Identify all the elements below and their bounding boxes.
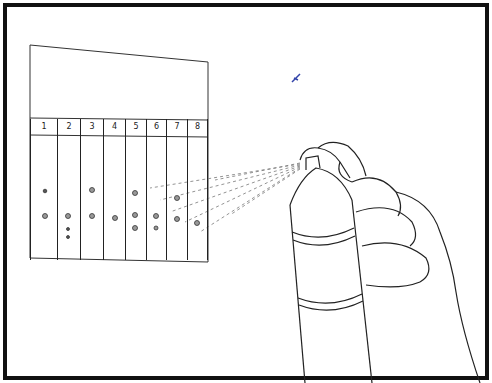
finger [362, 243, 429, 282]
spot [175, 217, 180, 222]
ink-mark [292, 74, 300, 82]
spot [133, 191, 138, 196]
hand [300, 142, 480, 383]
spot [90, 214, 95, 219]
knuckle [339, 162, 352, 182]
can-band [293, 236, 355, 245]
frame [5, 5, 487, 378]
can-band [298, 294, 362, 303]
index-finger [318, 142, 366, 176]
palm-edge [396, 192, 480, 383]
can-side [352, 200, 372, 383]
finger [356, 208, 416, 246]
lane-number: 2 [58, 122, 80, 132]
spot [67, 236, 70, 239]
thumb [300, 148, 350, 178]
can-band [292, 228, 354, 237]
lane-number: 4 [104, 122, 125, 132]
spray-line [230, 169, 300, 215]
spray-mist [150, 163, 300, 232]
spot [67, 228, 70, 231]
lane-band: 8 [187, 119, 208, 260]
lane-number: 1 [31, 122, 57, 132]
spray-line [185, 167, 300, 222]
spots [43, 188, 200, 239]
finger [366, 282, 420, 287]
spray-line [215, 163, 300, 180]
spot [154, 214, 159, 219]
spot [43, 189, 47, 193]
nozzle [306, 156, 320, 170]
lane-band: 3 [80, 119, 103, 260]
lane-band: 7 [166, 119, 187, 260]
spot [43, 214, 48, 219]
spot [90, 188, 95, 193]
spray-line [200, 168, 300, 232]
lane-number: 5 [126, 122, 146, 132]
lane-number: 6 [147, 122, 166, 132]
spot [133, 226, 138, 231]
spray-line [170, 166, 300, 212]
spray-line [150, 164, 300, 188]
aerosol-can [290, 156, 372, 383]
lane-band: 4 [103, 119, 125, 260]
lane-number: 3 [81, 122, 103, 132]
spot [66, 214, 71, 219]
tlc-plate [30, 45, 208, 262]
spot [154, 226, 158, 230]
lane-number: 7 [167, 122, 187, 132]
plate-outline [30, 45, 208, 262]
spot [195, 221, 200, 226]
can-dome [290, 168, 352, 205]
lane-band: 6 [146, 119, 166, 260]
spot [133, 213, 138, 218]
lane-band: 1 [30, 119, 57, 260]
lane-number: 8 [188, 122, 207, 132]
can-band [299, 301, 363, 310]
lane-band: 2 [57, 119, 80, 260]
spot [113, 216, 118, 221]
lane-band: 5 [125, 119, 146, 260]
